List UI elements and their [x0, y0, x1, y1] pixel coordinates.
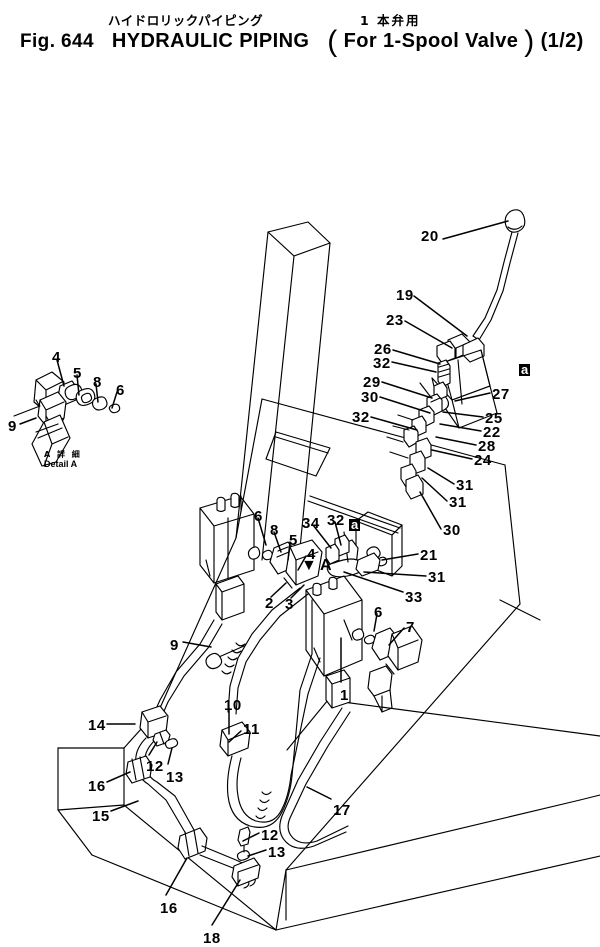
fitting-stack-upper [386, 359, 451, 500]
part-callout-27: 27 [492, 386, 510, 403]
part-callout-16: 16 [88, 778, 106, 795]
detail-a-caption-jp: A 詳 細 [44, 450, 82, 459]
part-callout-16: 16 [160, 900, 178, 917]
part-callout-30: 30 [443, 522, 461, 539]
paren-close: ) [524, 25, 535, 58]
bracket-plate [307, 495, 403, 578]
part-callout-34: 34 [302, 515, 320, 532]
part-callout-31: 31 [428, 569, 446, 586]
part-callout-20: 20 [421, 228, 439, 245]
part-callout-10: 10 [224, 697, 242, 714]
part-callout-31: 31 [449, 494, 467, 511]
reference-mark-a-1: a [519, 362, 531, 377]
sheet-number: (1/2) [540, 30, 584, 52]
part-callout-9: 9 [8, 418, 17, 435]
hydraulic-hoses [125, 587, 351, 889]
machine-frame-post [235, 221, 331, 561]
part-callout-25: 25 [485, 410, 503, 427]
figure-qualifier: For 1-Spool Valve [343, 30, 519, 52]
part-callout-24: 24 [474, 452, 492, 469]
part-callout-6: 6 [374, 604, 383, 621]
title-japanese-secondary: 1 本弁用 [360, 13, 421, 28]
part-callout-13: 13 [268, 844, 286, 861]
part-callout-26: 26 [374, 341, 392, 358]
part-callout-15: 15 [92, 808, 110, 825]
part-callout-9: 9 [170, 637, 179, 654]
part-callout-7: 7 [406, 619, 415, 636]
part-callout-32: 32 [373, 355, 391, 372]
part-callout-4: 4 [307, 546, 316, 563]
part-callout-4: 4 [52, 349, 61, 366]
part-callout-32: 32 [327, 512, 345, 529]
part-callout-6: 6 [254, 508, 263, 525]
section-letter-label: A [320, 557, 332, 574]
page-title: Fig. 644 HYDRAULIC PIPING ( For 1-Spool … [20, 27, 583, 57]
part-callout-19: 19 [396, 287, 414, 304]
part-callout-22: 22 [483, 424, 501, 441]
detail-a-caption-en: Detail A [44, 459, 78, 470]
section-arrow-icon: ▼ [301, 557, 317, 574]
part-callout-33: 33 [405, 589, 423, 606]
part-callout-6: 6 [116, 382, 125, 399]
part-callout-8: 8 [270, 522, 279, 539]
part-callout-13: 13 [166, 769, 184, 786]
part-callout-14: 14 [88, 717, 106, 734]
part-callout-23: 23 [386, 312, 404, 329]
part-callout-28: 28 [478, 438, 496, 455]
part-callout-8: 8 [93, 374, 102, 391]
part-callout-17: 17 [333, 802, 351, 819]
part-callout-11: 11 [243, 721, 260, 738]
part-callout-3: 3 [285, 596, 294, 613]
detail-a-caption: A 詳 細 Detail A [44, 450, 82, 470]
part-callout-5: 5 [289, 532, 298, 549]
machine-frame-base [57, 599, 600, 931]
title-japanese-primary: ハイドロリックパイピング [108, 13, 264, 28]
part-callout-29: 29 [363, 374, 381, 391]
part-callout-30: 30 [361, 389, 379, 406]
figure-name: HYDRAULIC PIPING [111, 30, 310, 52]
reference-mark-a-2: a [349, 517, 361, 532]
figure-number: Fig. 644 [20, 31, 94, 52]
part-callout-32: 32 [352, 409, 370, 426]
part-callout-12: 12 [146, 758, 164, 775]
part-callout-5: 5 [73, 365, 82, 382]
part-callout-1: 1 [340, 687, 349, 704]
part-callout-18: 18 [203, 930, 221, 947]
part-callout-31: 31 [456, 477, 474, 494]
part-callout-2: 2 [265, 595, 274, 612]
paren-open: ( [327, 25, 338, 58]
part-callout-12: 12 [261, 827, 279, 844]
part-callout-21: 21 [420, 547, 438, 564]
